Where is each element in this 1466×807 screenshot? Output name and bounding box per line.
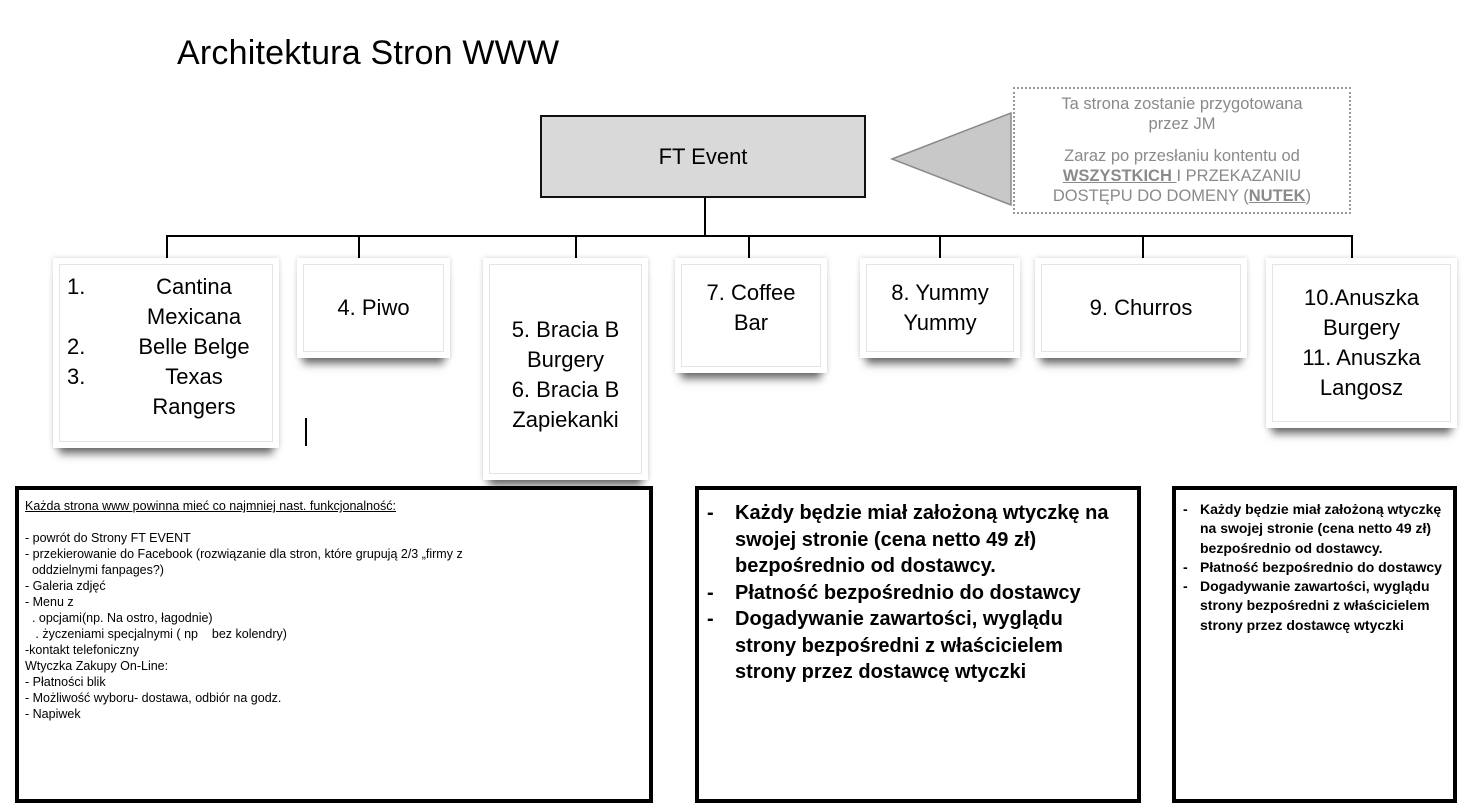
info-bullet: Każdy będzie miał założoną wtyczkę na sw… [1176,500,1445,558]
info-line: . opcjami(np. Na ostro, łagodnie) [25,611,213,625]
info-box-plugin-small: Każdy będzie miał założoną wtyczkę na sw… [1172,486,1457,803]
connector-horizontal [166,235,1353,237]
connector-coffee [748,235,750,265]
info-line: . życzeniami specjalnymi ( np bez kolend… [25,627,287,641]
node-anuszka: 10.Anuszka Burgery 11. Anuszka Langosz [1266,258,1457,428]
node-label: 10.Anuszka [1304,285,1419,310]
node-label: 8. Yummy [891,280,989,305]
node-label: 5. Bracia B [511,317,620,342]
info-bullet: Płatność bezpośrednio do dostawcy [1176,558,1445,578]
info-line: - Galeria zdjęć [25,579,106,593]
node-label: 11. Anuszka [1302,345,1421,370]
page-title: Architektura Stron WWW [177,34,560,72]
info-heading: Każda strona www powinna mieć co najmnie… [25,499,397,513]
note-line: Ta strona zostanie przygotowana [1061,95,1303,113]
note-line: Zaraz po przesłaniu kontentu od [1064,147,1300,165]
node-yummy: 8. Yummy Yummy [860,258,1020,358]
info-line: - Menu z [25,595,74,609]
info-lines: - powrót do Strony FT EVENT - przekierowa… [25,530,643,722]
info-bullet: Każdy będzie miał założoną wtyczkę na sw… [699,500,1129,580]
root-node-label: FT Event [658,143,748,169]
node-label: Burgery [526,347,605,372]
node-piwo: 4. Piwo [297,258,450,358]
node-label: 9. Churros [1089,295,1193,320]
stray-mark [305,418,307,446]
note-line: DOSTĘPU DO DOMENY (NUTEK) [1052,187,1312,205]
connector-yummy [939,235,941,265]
info-bullet: Dogadywanie zawartości, wyglądu strony b… [699,606,1129,686]
node-label: 4. Piwo [337,295,410,320]
node-label: Bar [733,309,769,335]
info-box-functionality: Każda strona www powinna mieć co najmnie… [15,486,653,803]
node-label: Zapiekanki [512,407,619,432]
connector-group1 [166,235,168,265]
info-bullet: Płatność bezpośrednio do dostawcy [699,580,1129,607]
info-line: - powrót do Strony FT EVENT [25,531,191,545]
info-bullet: Dogadywanie zawartości, wyglądu strony b… [1176,577,1445,635]
info-line: - Możliwość wyboru- dostawa, odbiór na g… [25,691,282,705]
note-line: przez JM [1148,115,1216,133]
info-line: oddzielnymi fanpages?) [25,563,164,577]
info-line: -kontakt telefoniczny [25,643,139,657]
node-label: 7. Coffee [706,279,796,305]
info-box-plugin: Każdy będzie miał założoną wtyczkę na sw… [695,486,1141,803]
connector-piwo [358,235,360,265]
node-bracia-b: 5. Bracia B Burgery 6. Bracia B Zapiekan… [483,258,648,480]
node-label: Burgery [1322,315,1401,340]
info-line: - Napiwek [25,707,81,721]
connector-bracia [575,235,577,265]
callout-arrow-icon [890,112,1012,206]
node-group-1-3: 1.Cantina Mexicana 2.Belle Belge 3.Texas… [53,258,279,448]
node-label: Langosz [1319,375,1404,400]
note-line: WSZYSTKICH I PRZEKAZANIU [1062,167,1302,185]
note-box: Ta strona zostanie przygotowana przez JM… [1013,87,1351,214]
note-emphasis: NUTEK [1248,187,1306,205]
note-emphasis: WSZYSTKICH [1062,167,1177,185]
node-label: 6. Bracia B [511,377,620,402]
root-node-ft-event: FT Event [540,115,866,198]
node-label: Yummy [903,310,977,335]
connector-anuszka [1351,235,1353,265]
node-churros: 9. Churros [1035,258,1247,358]
connector-root-down [704,198,706,236]
node-coffee-bar: 7. Coffee Bar [675,258,827,373]
info-line: - Płatności blik [25,675,106,689]
info-line: Wtyczka Zakupy On-Line: [25,659,169,673]
connector-churros [1142,235,1144,265]
info-line: - przekierowanie do Facebook (rozwiązani… [25,547,463,561]
